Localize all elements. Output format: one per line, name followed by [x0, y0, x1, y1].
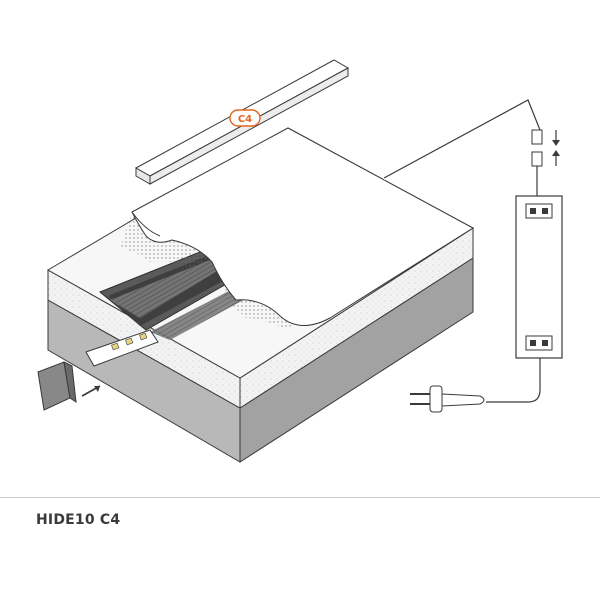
- arrow-icon: [81, 385, 101, 397]
- power-supply: [515, 195, 563, 359]
- caption-divider: [0, 497, 600, 498]
- power-plug-icon: [410, 385, 485, 413]
- c4-label-badge: C4: [229, 109, 261, 127]
- led-strip: [85, 329, 159, 367]
- mains-cable: [486, 358, 541, 403]
- led-cable: [383, 99, 541, 181]
- c4-label: C4: [238, 114, 252, 125]
- plaster-skim-coat: [131, 127, 474, 326]
- connector-arrows-icon: [552, 130, 560, 166]
- connector: [531, 129, 543, 196]
- end-cap: [37, 361, 77, 411]
- product-caption: HIDE10 C4: [36, 512, 121, 528]
